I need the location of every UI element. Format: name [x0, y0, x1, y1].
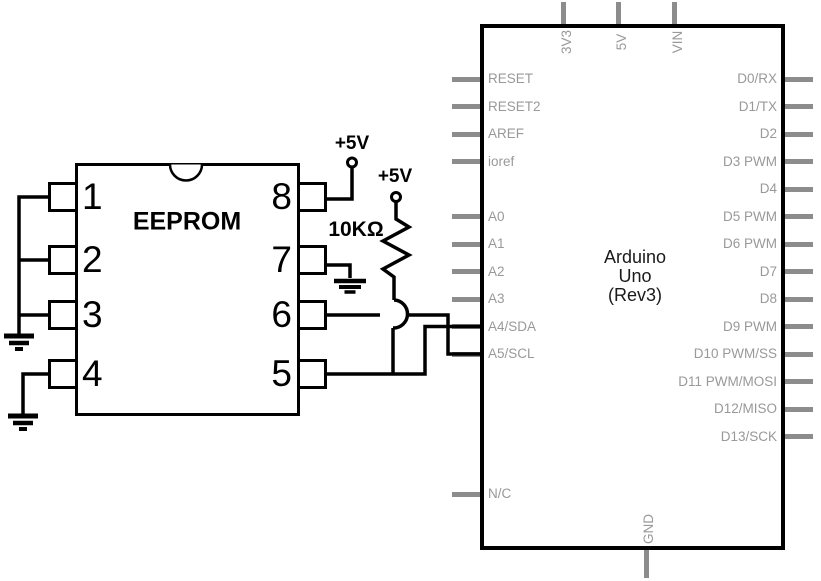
arduino-pin-label-d2: D2: [759, 126, 777, 141]
arduino-pin-label-5v: 5V: [614, 33, 629, 51]
arduino-pin-label-a4-sda: A4/SDA: [488, 318, 537, 334]
arduino-pin-stub-3v3: [560, 2, 566, 26]
ground-icon-left-2: [8, 413, 38, 431]
arduino-title: Arduino Uno (Rev3): [604, 248, 666, 305]
eeprom-pin-number-6: 6: [271, 294, 292, 335]
resistor-value-label: 10KΩ: [328, 218, 384, 241]
eeprom-pin-box-3: [48, 300, 78, 330]
arduino-pin-stub-d10-pwm-ss: [784, 351, 813, 357]
arduino-pin-label-d9-pwm: D9 PWM: [723, 318, 777, 334]
arduino-pin-stub-5v: [615, 2, 621, 26]
wire-pin4-gnd: [21, 372, 48, 414]
arduino-pin-stub-d4: [784, 186, 813, 192]
wire-pins-123-gnd: [17, 195, 48, 334]
arduino-pin-stub-d9-pwm: [784, 324, 813, 329]
arduino-title-line-1: Arduino: [603, 247, 667, 267]
arduino-pin-label-d0-rx: D0/RX: [737, 71, 777, 86]
arduino-pin-stub-aref: [452, 131, 481, 137]
arduino-pin-label-a5-scl: A5/SCL: [488, 346, 535, 361]
eeprom-pin-box-1: [48, 182, 78, 212]
arduino-pin-stub-d13-sck: [784, 434, 813, 439]
arduino-pin-label-aref: AREF: [488, 126, 525, 141]
wire-sda: [327, 324, 481, 376]
wire-pin7-gnd: [327, 263, 352, 278]
arduino-title-line-3: (Rev3): [607, 285, 663, 305]
eeprom-pin-boxes: [48, 182, 327, 389]
arduino-pin-stub-a0: [452, 214, 481, 219]
arduino-pin-stub-reset2: [452, 104, 481, 109]
arduino-pin-label-d7: D7: [759, 263, 777, 279]
arduino-pin-stub-n-c: [452, 491, 481, 497]
eeprom-pin-number-8: 8: [271, 176, 292, 217]
arduino-pin-label-3v3: 3V3: [559, 29, 574, 55]
vcc-terminal-icon-a: [346, 156, 358, 169]
arduino-pin-stub-a3: [452, 296, 481, 302]
arduino-pin-stub-a1: [452, 241, 481, 247]
arduino-pin-stub-d8: [784, 296, 813, 302]
arduino-pin-label-a3: A3: [488, 291, 505, 306]
arduino-pin-stub-d6-pwm: [784, 241, 813, 247]
vcc-label-a: +5V: [334, 133, 370, 154]
eeprom-body: [75, 163, 300, 416]
arduino-pin-stub-d0-rx: [784, 76, 813, 82]
eeprom-pin-number-2: 2: [82, 239, 103, 280]
arduino-pin-stub-d7: [784, 269, 813, 274]
arduino-pin-stub-a2: [452, 269, 481, 274]
arduino-pin-label-d5-pwm: D5 PWM: [723, 208, 777, 224]
arduino-pin-label-reset: RESET: [488, 71, 534, 86]
arduino-pin-label-d1-tx: D1/TX: [738, 98, 777, 114]
wire-pin8-vcc: [327, 167, 354, 201]
arduino-pin-label-n-c: N/C: [488, 486, 512, 501]
eeprom-pin-number-5: 5: [271, 353, 292, 394]
eeprom-pin-box-7: [297, 245, 327, 275]
wire-hop-icon: [392, 298, 410, 330]
arduino-pin-label-d10-pwm-ss: D10 PWM/SS: [693, 346, 777, 361]
arduino-pin-label-gnd: GND: [641, 514, 656, 544]
arduino-pin-stub-d2: [784, 131, 813, 137]
arduino-pin-stub-gnd: [643, 550, 649, 578]
arduino-pin-label-d6-pwm: D6 PWM: [723, 236, 777, 251]
arduino-body: [480, 24, 785, 550]
eeprom-label: EEPROM: [132, 207, 242, 236]
eeprom-pin-box-4: [48, 359, 78, 389]
eeprom-pin-box-6: [297, 300, 327, 330]
arduino-pin-stub-d5-pwm: [784, 214, 813, 219]
arduino-pin-label-d13-sck: D13/SCK: [720, 428, 777, 444]
arduino-pin-label-d8: D8: [759, 291, 777, 306]
arduino-pin-label-d12-miso: D12/MISO: [713, 401, 777, 416]
arduino-pin-label-a0: A0: [488, 208, 505, 224]
eeprom-notch-icon: [168, 164, 204, 182]
arduino-pin-stub-d12-miso: [784, 406, 813, 412]
eeprom-pin-box-5: [297, 359, 327, 389]
arduino-pin-stub-vin: [671, 2, 677, 26]
ground-icon-right: [334, 278, 366, 294]
ground-icon-left-1: [4, 333, 34, 351]
eeprom-pin-box-8: [297, 182, 327, 212]
arduino-pin-label-ioref: ioref: [488, 153, 515, 169]
arduino-pin-stub-d3-pwm: [784, 159, 813, 164]
resistor-icon: [379, 201, 413, 300]
arduino-pin-stub-reset: [452, 76, 481, 82]
arduino-pin-label-d3-pwm: D3 PWM: [723, 153, 777, 169]
eeprom-pin-number-4: 4: [82, 353, 103, 394]
arduino-pin-label-a2: A2: [488, 263, 505, 279]
eeprom-pin-box-2: [48, 245, 78, 275]
eeprom-pin-number-1: 1: [82, 176, 103, 217]
arduino-pin-label-d4: D4: [759, 181, 777, 196]
arduino-pin-label-a1: A1: [488, 236, 505, 251]
arduino-pin-stub-ioref: [452, 159, 481, 164]
arduino-pin-stub-d1-tx: [784, 104, 813, 109]
arduino-pin-label-d11-pwm-mosi: D11 PWM/MOSI: [678, 373, 777, 389]
eeprom-pin-number-7: 7: [271, 239, 292, 280]
eeprom-pin-number-3: 3: [82, 294, 103, 335]
arduino-pin-label-reset2: RESET2: [488, 98, 541, 114]
arduino-title-line-2: Uno: [618, 266, 652, 286]
arduino-pin-stub-d11-pwm-mosi: [784, 379, 813, 384]
vcc-label-b: +5V: [377, 166, 413, 187]
arduino-pin-label-vin: VIN: [670, 30, 685, 54]
